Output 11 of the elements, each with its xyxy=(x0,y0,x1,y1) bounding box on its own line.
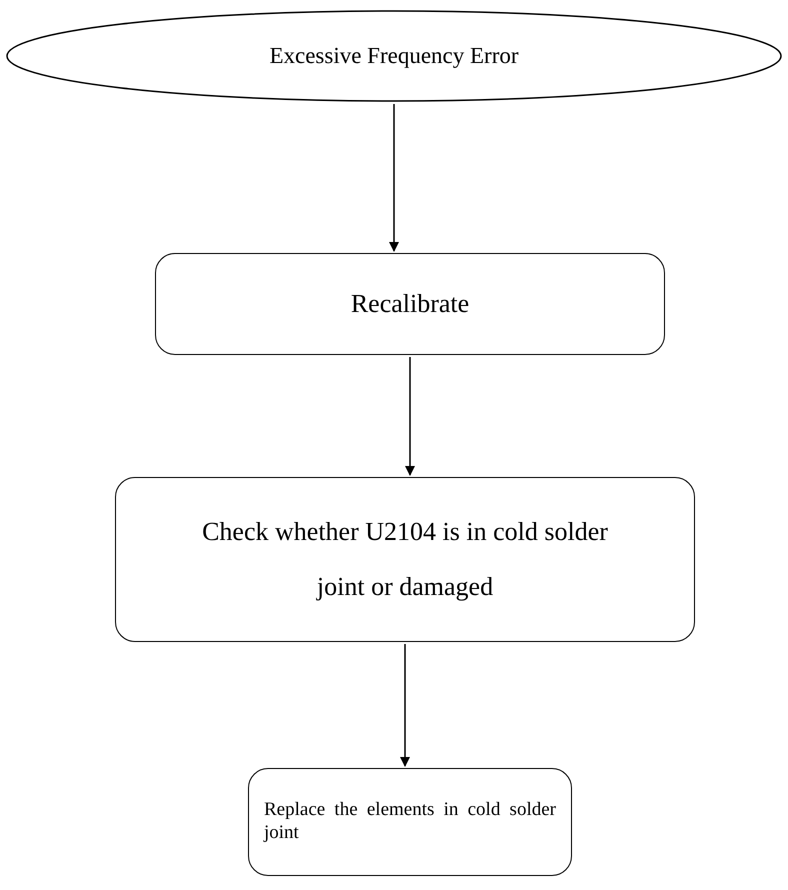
start-ellipse xyxy=(6,10,782,102)
node-text: Replace the elements in cold solder joint xyxy=(264,799,556,845)
arrow xyxy=(389,104,399,252)
process-box xyxy=(155,253,665,355)
node-text: Recalibrate xyxy=(350,288,470,320)
node-text: Excessive Frequency Error xyxy=(269,42,519,70)
process-box xyxy=(115,477,695,642)
arrow xyxy=(405,357,415,476)
process-box xyxy=(248,768,572,876)
node-text: Check whether U2104 is in cold solder joint or damaged xyxy=(201,516,609,603)
arrow xyxy=(400,644,410,767)
